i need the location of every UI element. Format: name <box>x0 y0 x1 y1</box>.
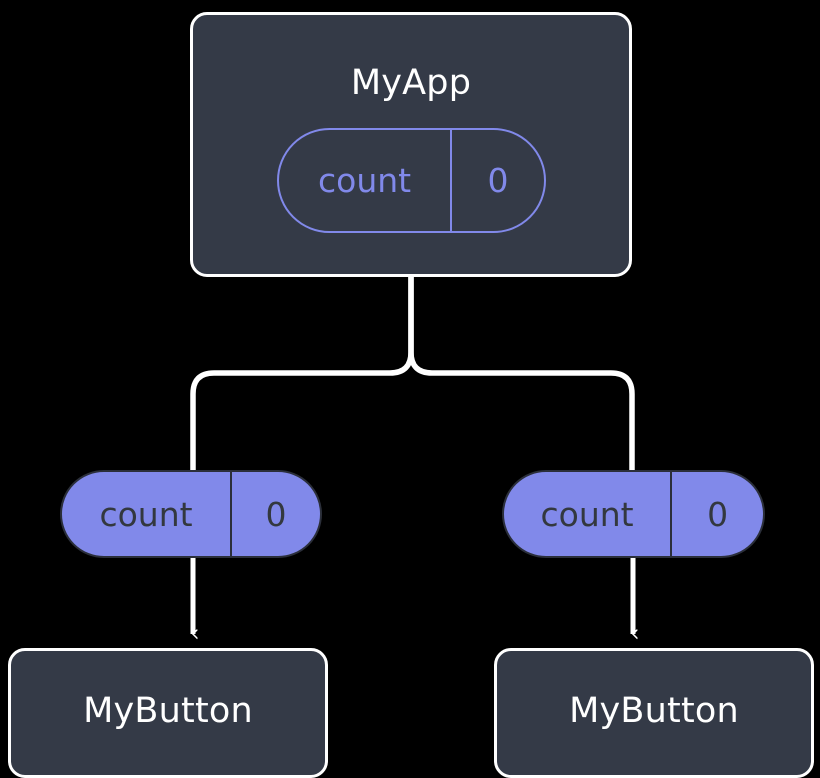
state-pill-left-count[interactable]: count 0 <box>60 470 322 558</box>
state-pill-key: count <box>99 494 193 534</box>
state-pill-key: count <box>317 161 412 200</box>
connector-root-to-right-pill <box>408 277 635 470</box>
state-pill-myapp-count[interactable]: count 0 <box>277 128 546 233</box>
component-node-mybutton-left[interactable]: MyButton <box>8 648 328 778</box>
state-pill-key: count <box>540 494 634 534</box>
component-title-myapp: MyApp <box>350 63 472 103</box>
component-title-mybutton: MyButton <box>569 691 739 731</box>
component-title-mybutton: MyButton <box>83 691 253 731</box>
state-pill-right-count[interactable]: count 0 <box>502 470 765 558</box>
state-pill-value: 0 <box>670 472 763 556</box>
state-pill-value: 0 <box>230 472 320 556</box>
component-node-mybutton-right[interactable]: MyButton <box>494 648 814 778</box>
connector-root-to-left-pill <box>190 277 414 470</box>
state-pill-value: 0 <box>450 130 544 231</box>
